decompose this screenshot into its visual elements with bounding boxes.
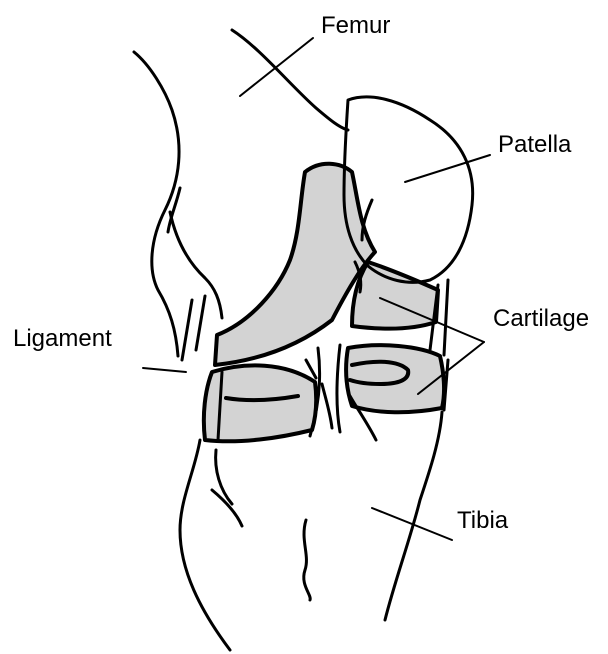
- patellar-cartilage: [352, 262, 438, 329]
- patella-outline: [344, 97, 473, 292]
- tibia-leader-line: [372, 508, 452, 540]
- femur-leader-line: [240, 38, 313, 96]
- ligament-label: Ligament: [13, 325, 112, 353]
- tibia-label: Tibia: [457, 507, 508, 535]
- right-meniscus: [346, 345, 444, 412]
- patella-leader-line: [405, 155, 490, 182]
- cartilage-label: Cartilage: [493, 305, 589, 333]
- patella-label: Patella: [498, 131, 571, 159]
- ligament-leader-line: [143, 368, 186, 372]
- femoral-cartilage: [215, 164, 375, 365]
- femur-label: Femur: [321, 12, 390, 40]
